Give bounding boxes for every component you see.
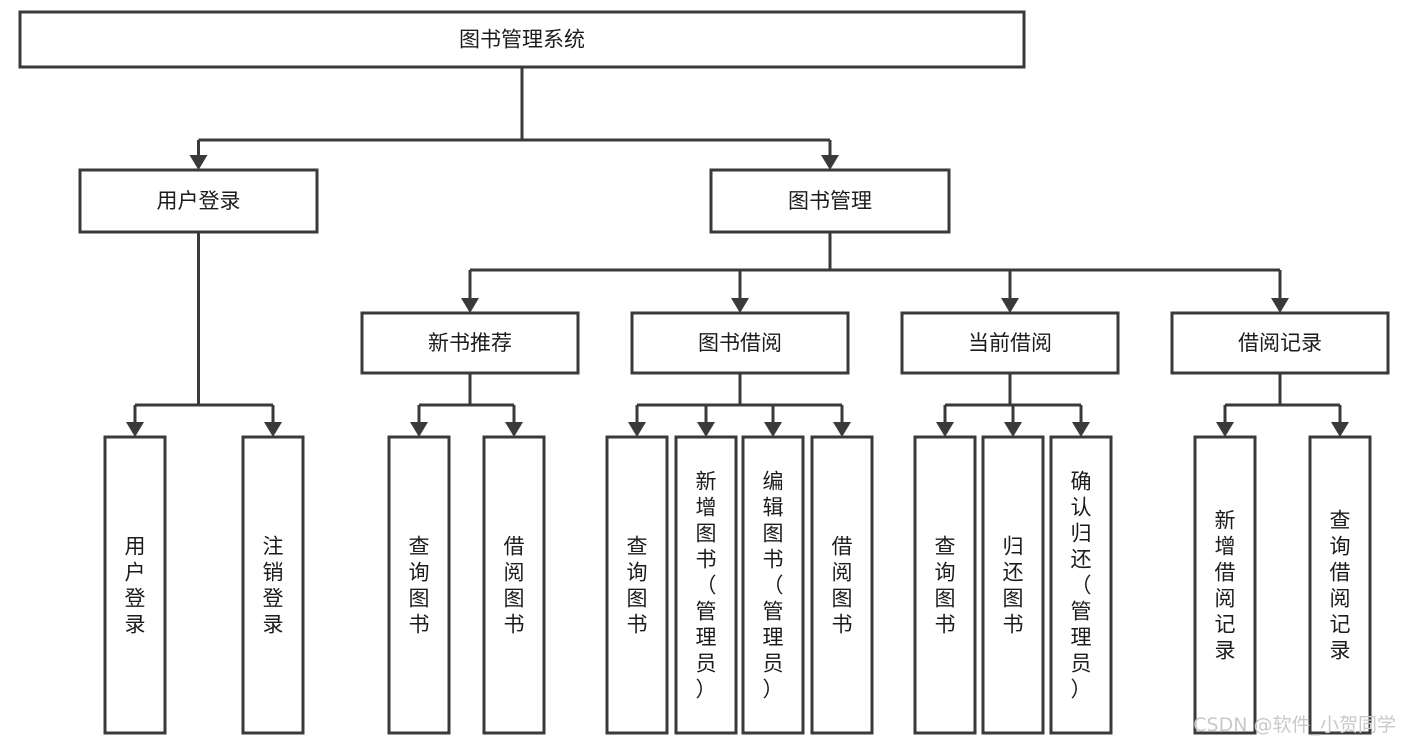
node-box	[1049, 435, 1113, 735]
node-box	[900, 311, 1120, 375]
node-label: 归还图书	[1003, 534, 1024, 636]
arrow-head	[1072, 422, 1090, 437]
node-leaf-borrow-book-2[interactable]: 借阅图书	[810, 435, 874, 735]
node-label: 注销登录	[263, 534, 284, 636]
arrow-head	[189, 155, 208, 170]
node-current-borrow[interactable]: 当前借阅	[900, 311, 1120, 375]
arrow-head	[1271, 298, 1289, 313]
node-label: 借阅图书	[832, 534, 853, 636]
node-box	[482, 435, 546, 735]
node-label: 确认归还（管理员）	[1071, 469, 1092, 701]
node-box	[1308, 435, 1372, 735]
arrow-head	[1331, 422, 1349, 437]
connector-lines	[126, 67, 1349, 437]
node-system-title[interactable]: 图书管理系统	[18, 10, 1026, 69]
node-label: 查询图书	[935, 534, 956, 636]
node-leaf-query-book-1[interactable]: 查询图书	[387, 435, 451, 735]
node-box	[1170, 311, 1390, 375]
arrow-head	[264, 422, 282, 437]
node-box	[741, 435, 805, 735]
arrow-head	[1216, 422, 1234, 437]
node-leaf-user-login[interactable]: 用户登录	[103, 435, 167, 735]
node-box	[387, 435, 451, 735]
node-box	[605, 435, 669, 735]
arrow-head	[628, 422, 646, 437]
node-label: 图书管理	[788, 189, 872, 213]
node-box	[810, 435, 874, 735]
node-label: 查询图书	[409, 534, 430, 636]
node-leaf-add-book[interactable]: 新增图书（管理员）	[674, 435, 738, 735]
arrow-head	[461, 298, 479, 313]
node-box	[630, 311, 850, 375]
node-leaf-borrow-book-1[interactable]: 借阅图书	[482, 435, 546, 735]
csdn-watermark: CSDN @软件_小贺同学	[1193, 714, 1396, 736]
arrow-head	[833, 422, 851, 437]
node-leaf-query-record[interactable]: 查询借阅记录	[1308, 435, 1372, 735]
node-label: 新书推荐	[428, 331, 512, 355]
node-leaf-add-record[interactable]: 新增借阅记录	[1193, 435, 1257, 735]
node-label: 当前借阅	[968, 331, 1052, 355]
node-leaf-query-book-3[interactable]: 查询图书	[913, 435, 977, 735]
node-label: 借阅图书	[504, 534, 525, 636]
arrow-head	[821, 155, 839, 170]
node-label: 图书借阅	[698, 331, 782, 355]
arrow-head	[731, 298, 749, 313]
node-book-management[interactable]: 图书管理	[709, 168, 951, 234]
node-box	[103, 435, 167, 735]
arrow-head	[1004, 422, 1022, 437]
node-box	[78, 168, 319, 234]
diagram-nodes: 图书管理系统用户登录图书管理新书推荐图书借阅当前借阅借阅记录用户登录注销登录查询…	[18, 10, 1390, 735]
arrow-head	[505, 422, 523, 437]
node-leaf-logout[interactable]: 注销登录	[241, 435, 305, 735]
node-label: 新增借阅记录	[1215, 508, 1236, 662]
node-user-login[interactable]: 用户登录	[78, 168, 319, 234]
node-box	[981, 435, 1045, 735]
node-leaf-edit-book[interactable]: 编辑图书（管理员）	[741, 435, 805, 735]
node-leaf-confirm-return[interactable]: 确认归还（管理员）	[1049, 435, 1113, 735]
node-box	[709, 168, 951, 234]
node-label: 用户登录	[157, 189, 241, 213]
arrow-head	[126, 422, 144, 437]
node-borrow-record[interactable]: 借阅记录	[1170, 311, 1390, 375]
node-book-borrow[interactable]: 图书借阅	[630, 311, 850, 375]
node-box	[241, 435, 305, 735]
arrow-head	[410, 422, 428, 437]
node-new-book-recommend[interactable]: 新书推荐	[360, 311, 580, 375]
node-label: 借阅记录	[1238, 331, 1322, 355]
node-box	[1193, 435, 1257, 735]
node-leaf-return-book[interactable]: 归还图书	[981, 435, 1045, 735]
node-box	[913, 435, 977, 735]
node-leaf-query-book-2[interactable]: 查询图书	[605, 435, 669, 735]
node-label: 查询借阅记录	[1330, 508, 1351, 662]
arrow-head	[764, 422, 782, 437]
node-label: 编辑图书（管理员）	[763, 469, 784, 701]
node-label: 查询图书	[627, 534, 648, 636]
node-box	[674, 435, 738, 735]
arrow-head	[697, 422, 715, 437]
node-label: 新增图书（管理员）	[696, 469, 717, 701]
arrow-head	[936, 422, 954, 437]
node-label: 图书管理系统	[459, 28, 585, 52]
node-label: 用户登录	[125, 534, 146, 636]
node-box	[360, 311, 580, 375]
node-box	[18, 10, 1026, 69]
arrow-head	[1001, 298, 1019, 313]
